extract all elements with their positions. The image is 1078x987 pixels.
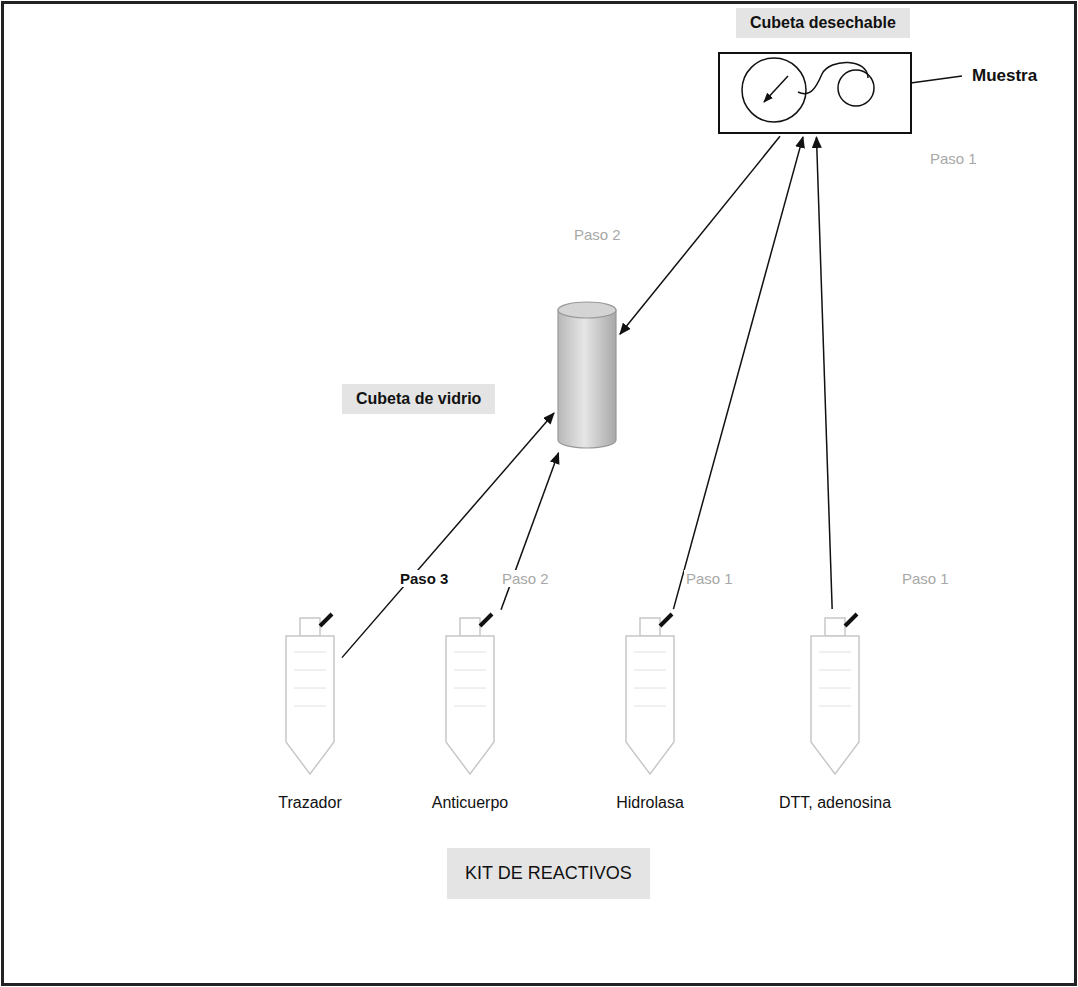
vial-label: Anticuerpo xyxy=(432,794,509,812)
step-arrow xyxy=(816,137,832,609)
reagent-vial: Trazador xyxy=(280,612,340,777)
kit-band: KIT DE REACTIVOS xyxy=(447,848,650,899)
vial-label: DTT, adenosina xyxy=(779,794,891,812)
step-label: Paso 3 xyxy=(398,570,450,587)
box-shape xyxy=(718,52,912,134)
reagent-vial: DTT, adenosina xyxy=(805,612,865,777)
step-arrow xyxy=(620,136,780,334)
reagent-vial: Anticuerpo xyxy=(440,612,500,777)
glass-shape xyxy=(556,300,618,450)
vial-shape xyxy=(280,612,340,777)
vial-shape xyxy=(805,612,865,777)
step-label: Paso 2 xyxy=(500,570,551,587)
vial-shape xyxy=(440,612,500,777)
heading-band: Cubeta de vidrio xyxy=(342,384,495,414)
step-arrow xyxy=(342,413,554,658)
vial-shape xyxy=(620,612,680,777)
heading-band: Cubeta desechable xyxy=(736,8,910,38)
glass-cuvette: Cubeta de vidrio xyxy=(556,300,618,450)
reagent-vial: Hidrolasa xyxy=(620,612,680,777)
vial-label: Trazador xyxy=(278,794,341,812)
step-label: Paso 1 xyxy=(900,570,951,587)
step-label: Paso 2 xyxy=(572,226,623,243)
step-label: Paso 1 xyxy=(930,150,977,167)
vial-label: Hidrolasa xyxy=(616,794,684,812)
step-label: Paso 1 xyxy=(684,570,735,587)
sample-label: Muestra xyxy=(972,66,1037,86)
step-arrow xyxy=(673,137,803,609)
disposable-cuvette: Cubeta desechable xyxy=(718,52,912,134)
